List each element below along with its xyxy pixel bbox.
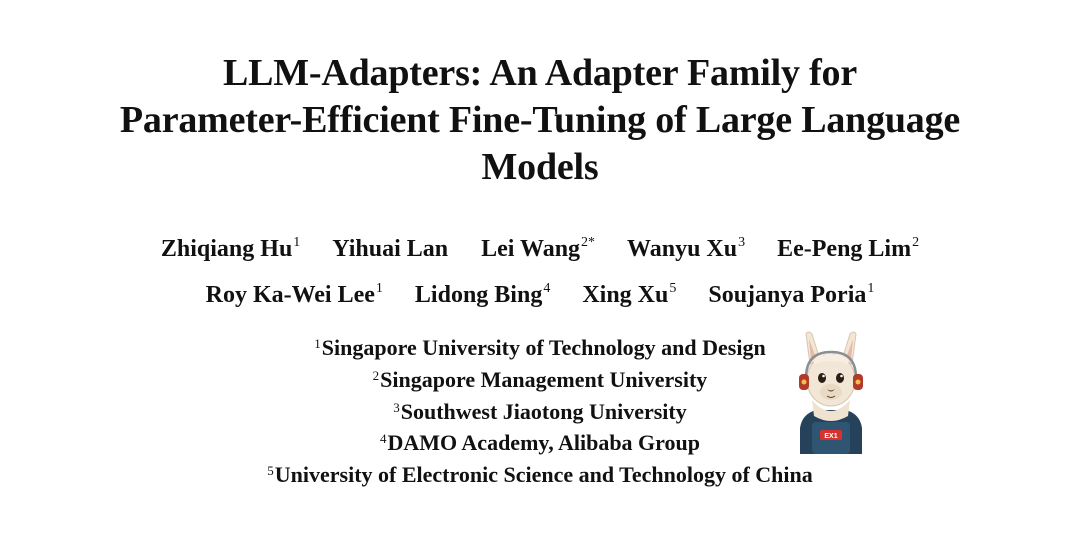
affiliation-mark: 2 bbox=[372, 367, 380, 383]
author-affiliation-mark: 1 bbox=[293, 235, 301, 250]
author-list: Zhiqiang Hu1 Yihuai Lan Lei Wang2* Wanyu… bbox=[40, 226, 1040, 318]
author-name: Yihuai Lan bbox=[332, 236, 449, 262]
author: Wanyu Xu3 bbox=[627, 226, 745, 272]
mascot-headphone-left-knob bbox=[801, 379, 807, 385]
author-row: Roy Ka-Wei Lee1 Lidong Bing4 Xing Xu5 So… bbox=[40, 272, 1040, 318]
title-line: LLM-Adapters: An Adapter Family for bbox=[222, 52, 858, 94]
llama-robot-mascot-icon: EX1 bbox=[799, 331, 863, 454]
mascot-snout bbox=[820, 384, 842, 400]
author-row: Zhiqiang Hu1 Yihuai Lan Lei Wang2* Wanyu… bbox=[40, 226, 1040, 272]
author: Zhiqiang Hu1 bbox=[161, 226, 300, 272]
author: Soujanya Poria1 bbox=[708, 272, 874, 318]
author-affiliation-mark: 4 bbox=[543, 281, 551, 296]
mascot-eye-left-glint bbox=[822, 374, 825, 378]
mascot-badge bbox=[820, 430, 842, 440]
author-name: Lei Wang bbox=[481, 236, 581, 262]
author-affiliation-mark: 2 bbox=[912, 235, 920, 250]
mascot-mouth bbox=[826, 395, 836, 398]
author: Yihuai Lan bbox=[332, 226, 449, 272]
mascot-eye-right-glint bbox=[840, 374, 843, 378]
mascot-badge-label: EX1 bbox=[824, 433, 837, 440]
mascot-eye-right bbox=[836, 373, 844, 383]
author-affiliation-mark: 2* bbox=[581, 235, 596, 250]
author-affiliation-mark: 3 bbox=[738, 235, 746, 250]
mascot-ear-left-inner bbox=[809, 339, 816, 360]
affiliation: 3Southwest Jiaotong University bbox=[140, 396, 940, 428]
mascot-head-tuft bbox=[814, 351, 849, 364]
affiliation-name: Singapore University of Technology and D… bbox=[321, 335, 766, 360]
affiliation: 5University of Electronic Science and Te… bbox=[140, 459, 940, 491]
author-name: Ee-Peng Lim bbox=[777, 236, 912, 262]
mascot-ear-right-inner bbox=[846, 339, 853, 360]
author: Lei Wang2* bbox=[481, 226, 595, 272]
mascot-neck bbox=[812, 400, 850, 421]
mascot-eye-left bbox=[818, 373, 826, 383]
title-line: Parameter-Efficient Fine-Tuning of Large… bbox=[119, 99, 961, 141]
affiliation-mark: 1 bbox=[314, 336, 321, 351]
mascot-nose bbox=[827, 389, 835, 392]
affiliation-name: University of Electronic Science and Tec… bbox=[274, 462, 813, 488]
author: Roy Ka-Wei Lee1 bbox=[206, 272, 383, 318]
author-name: Wanyu Xu bbox=[627, 236, 738, 262]
author-affiliation-mark: 5 bbox=[669, 281, 677, 296]
affiliation-mark: 4 bbox=[379, 431, 387, 447]
affiliation-name: DAMO Academy, Alibaba Group bbox=[387, 430, 701, 456]
mascot-headphone-right-knob bbox=[855, 379, 861, 385]
author: Lidong Bing4 bbox=[415, 272, 550, 318]
mascot-headphone-band bbox=[804, 350, 858, 379]
affiliation-name: Southwest Jiaotong University bbox=[400, 398, 687, 424]
author-affiliation-mark: 1 bbox=[375, 281, 383, 296]
affiliation-mark: 5 bbox=[267, 463, 274, 479]
author: Ee-Peng Lim2 bbox=[777, 226, 919, 272]
author-name: Lidong Bing bbox=[414, 282, 543, 308]
affiliation-name: Singapore Management University bbox=[380, 366, 708, 392]
author-affiliation-mark: 1 bbox=[867, 281, 875, 296]
title-line: Models bbox=[481, 146, 599, 188]
author-name: Roy Ka-Wei Lee bbox=[205, 282, 375, 308]
author-name: Zhiqiang Hu bbox=[160, 236, 293, 262]
affiliation: 4DAMO Academy, Alibaba Group bbox=[140, 427, 940, 459]
affiliation-mark: 3 bbox=[393, 399, 400, 415]
paper-title: LLM-Adapters: An Adapter Family for Para… bbox=[60, 50, 1020, 191]
author-name: Xing Xu bbox=[582, 282, 669, 308]
author-name: Soujanya Poria bbox=[708, 282, 867, 308]
affiliation-list: 1Singapore University of Technology and … bbox=[140, 332, 940, 491]
author: Xing Xu5 bbox=[582, 272, 676, 318]
affiliation: 1Singapore University of Technology and … bbox=[140, 332, 940, 364]
affiliation: 2Singapore Management University bbox=[140, 364, 940, 396]
